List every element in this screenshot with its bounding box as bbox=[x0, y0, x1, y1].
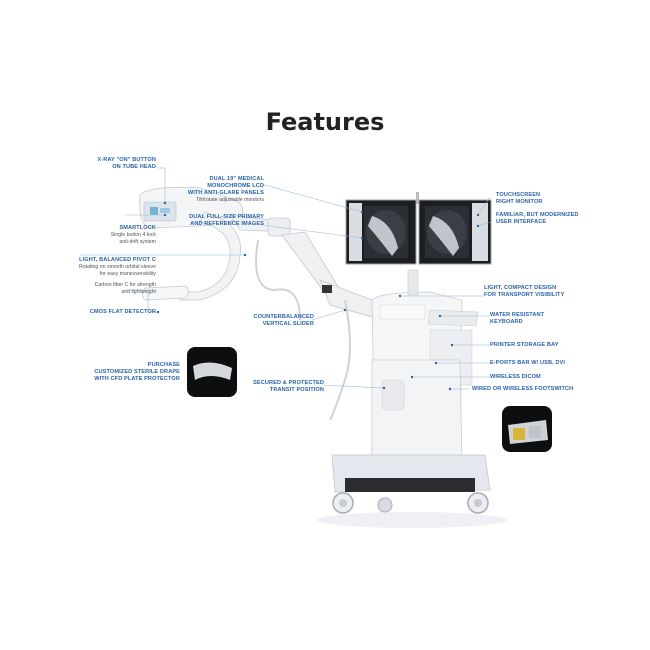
label-eports: E-PORTS BAR W/ USB, DVI bbox=[490, 360, 566, 366]
label-compact-design: LIGHT, COMPACT DESIGN FOR TRANSPORT VISI… bbox=[484, 285, 565, 298]
label-secured-transit: SECURED & PROTECTED TRANSIT POSITION bbox=[253, 380, 324, 393]
label-carbon-fiber: Carbon fiber C for strength and lightwei… bbox=[94, 282, 156, 295]
label-footswitch: WIRED OR WIRELESS FOOTSWITCH bbox=[472, 386, 574, 392]
label-familiar-ui: FAMILIAR, BUT MODERNIZED USER INTERFACE bbox=[496, 212, 579, 225]
label-touchscreen: TOUCHSCREEN RIGHT MONITOR bbox=[496, 192, 543, 205]
page-title: Features bbox=[265, 108, 385, 136]
label-counterbalanced: COUNTERBALANCED VERTICAL SLIDER bbox=[253, 314, 314, 327]
label-pivot-c: LIGHT, BALANCED PIVOT C Rotating on smoo… bbox=[79, 257, 156, 277]
label-wireless-dicom: WIRELESS DICOM bbox=[490, 374, 541, 380]
label-smartlock: SMARTLOCK Single button 4 lock anti-drif… bbox=[110, 225, 156, 245]
label-dual-full-size: DUAL FULL-SIZE PRIMARY AND REFERENCE IMA… bbox=[189, 214, 264, 227]
label-dual-lcd: DUAL 19" MEDICAL MONOCHROME LCD WITH ANT… bbox=[187, 176, 264, 203]
label-keyboard: WATER RESISTANT KEYBOARD bbox=[490, 312, 545, 325]
label-cmos-detector: CMOS FLAT DETECTOR bbox=[89, 309, 156, 315]
label-printer-bay: PRINTER STORAGE BAY bbox=[490, 342, 559, 348]
label-purchase-drape: PURCHASE CUSTOMIZED STERILE DRAPE WITH C… bbox=[94, 362, 180, 382]
label-xray-button: X-RAY "ON" BUTTON ON TUBE HEAD bbox=[97, 157, 156, 170]
